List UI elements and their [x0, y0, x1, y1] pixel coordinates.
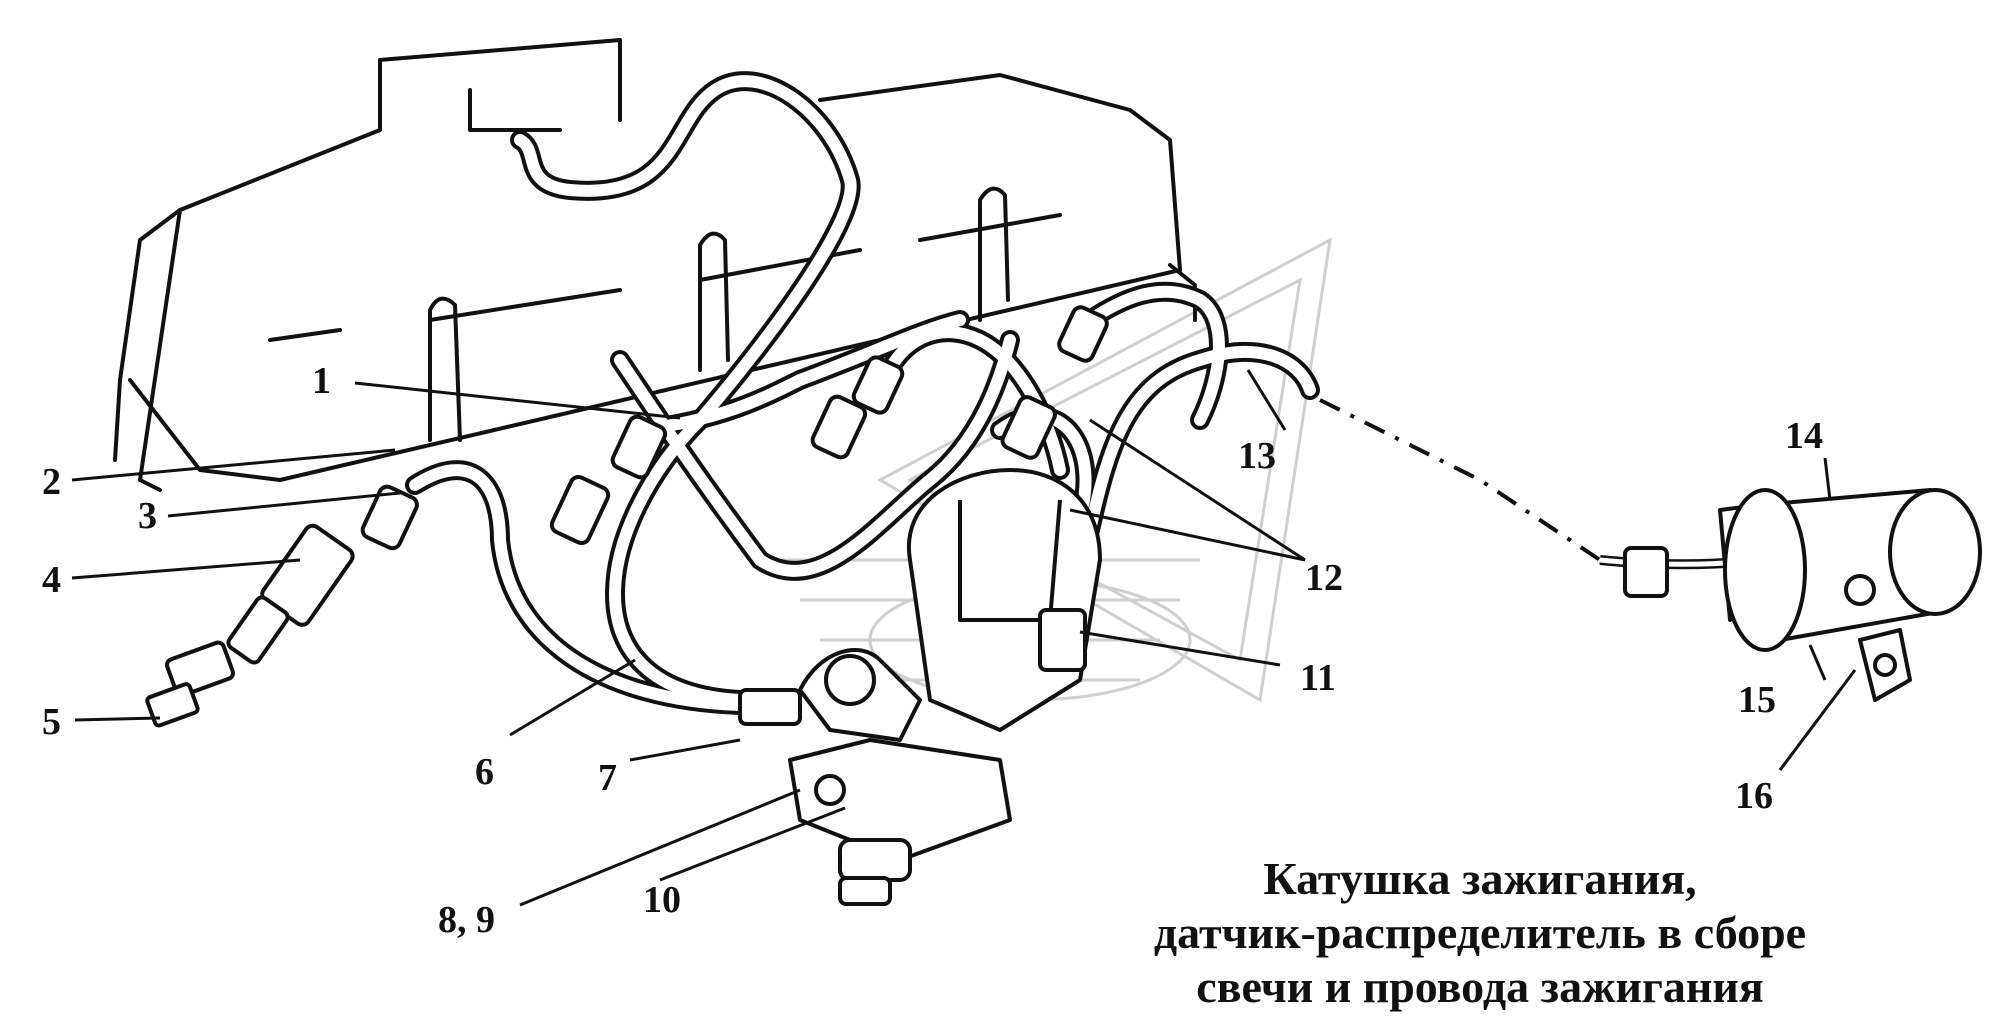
- callout-4: 4: [42, 559, 61, 601]
- coil-wire-dashed: [1319, 398, 1602, 562]
- caption-line-3: свечи и провода зажигания: [1196, 961, 1764, 1012]
- callout-11: 11: [1300, 657, 1336, 699]
- caption-line-1: Катушка зажигания,: [1263, 853, 1697, 904]
- distributor: [738, 468, 1102, 906]
- callout-3: 3: [138, 495, 157, 537]
- callout-10: 10: [643, 879, 681, 921]
- callout-1: 1: [312, 360, 331, 402]
- diagram-caption: Катушка зажигания, датчик-распределитель…: [1040, 852, 1920, 1014]
- callout-5: 5: [42, 701, 61, 743]
- spark-plug: [145, 523, 355, 728]
- callout-14: 14: [1785, 415, 1823, 457]
- callout-12: 12: [1305, 557, 1343, 599]
- callout-6: 6: [475, 751, 494, 793]
- callout-16: 16: [1735, 775, 1773, 817]
- callout-8-9: 8, 9: [438, 899, 495, 941]
- leader-lines: [71, 369, 1857, 907]
- callout-7: 7: [598, 757, 617, 799]
- callout-15: 15: [1738, 679, 1776, 721]
- ignition-coil: [1599, 488, 1982, 702]
- caption-line-2: датчик-распределитель в сборе: [1153, 907, 1807, 958]
- callout-13: 13: [1238, 435, 1276, 477]
- callout-labels: 1 2 3 4 5 6 7 8, 9 10 11 12 13 14 15 16: [42, 360, 1823, 941]
- callout-2: 2: [42, 461, 61, 503]
- plug-boots: [360, 305, 1109, 551]
